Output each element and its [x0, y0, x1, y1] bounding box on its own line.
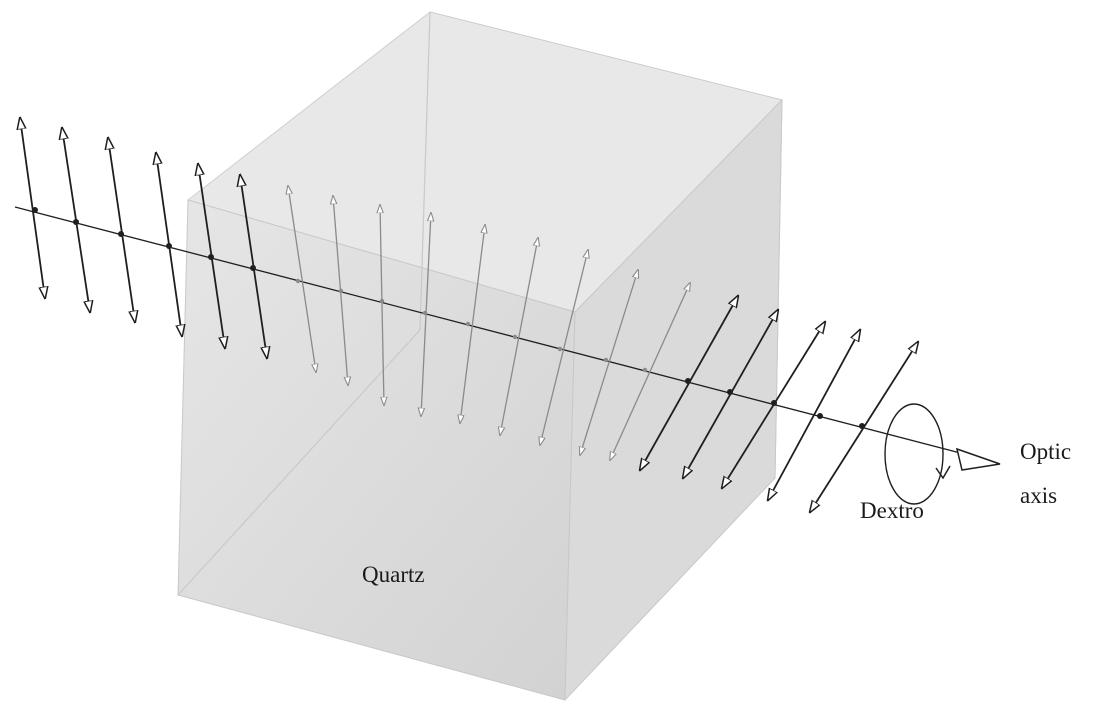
e-vector-arrow: [288, 186, 316, 372]
e-vector-arrow: [460, 225, 485, 423]
e-vector-axis-point: [771, 400, 777, 406]
e-vector-arrow: [768, 330, 860, 500]
e-vector-axis-point: [557, 346, 563, 352]
optic-axis-arrowhead: [955, 447, 1001, 471]
e-vector-axis-point: [859, 423, 865, 429]
dextro-label: Dextro: [860, 498, 924, 523]
e-vector-axis-point: [603, 357, 609, 363]
quartz-crystal: [177, 11, 783, 702]
e-vector-axis-point: [208, 254, 214, 260]
e-vector-axis-point: [166, 243, 172, 249]
e-vector-axis-point: [817, 413, 823, 419]
e-vector-axis-point: [685, 378, 691, 384]
e-vector-axis-point: [727, 389, 733, 395]
e-vector-axis-point: [338, 288, 344, 294]
e-vector-arrow: [380, 205, 384, 405]
polarization-vectors: [20, 118, 918, 512]
quartz-label: Quartz: [362, 562, 425, 587]
rotation-arrow-icon: [935, 465, 951, 480]
e-vector-arrow: [500, 238, 538, 435]
e-vector-axis-point: [379, 298, 385, 304]
dextro-rotation-indicator: [884, 403, 951, 505]
e-vector-axis-point: [295, 278, 301, 284]
e-vector-axis-point: [422, 310, 428, 316]
e-vector-arrow: [20, 118, 45, 298]
e-vector-axis-point: [118, 231, 124, 237]
e-vector-axis-point: [73, 219, 79, 225]
e-vector-arrow: [108, 138, 135, 322]
e-vector-axis-point: [512, 334, 518, 340]
e-vector-axis-point: [465, 321, 471, 327]
optic-axis-label-line2: axis: [1020, 483, 1057, 508]
e-vector-axis-point: [32, 207, 38, 213]
rotation-ellipse: [884, 403, 944, 505]
e-vector-axis-point: [642, 367, 648, 373]
e-vector-axis-point: [250, 265, 256, 271]
optic-axis-label-line1: Optic: [1020, 439, 1071, 464]
